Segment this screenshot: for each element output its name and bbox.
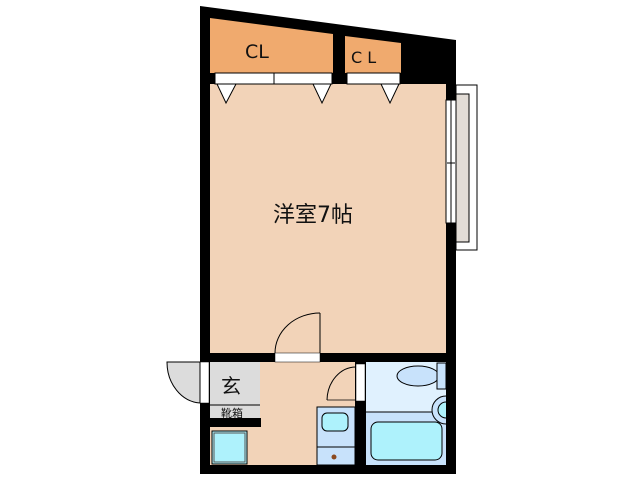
entrance-label: 玄 (221, 374, 241, 398)
closet-label-large: CL (245, 41, 269, 63)
closet-label-small: C L (351, 48, 377, 67)
room-label-western: 洋室7帖 (273, 203, 353, 228)
shoe-box-label: 靴箱 (221, 407, 243, 420)
